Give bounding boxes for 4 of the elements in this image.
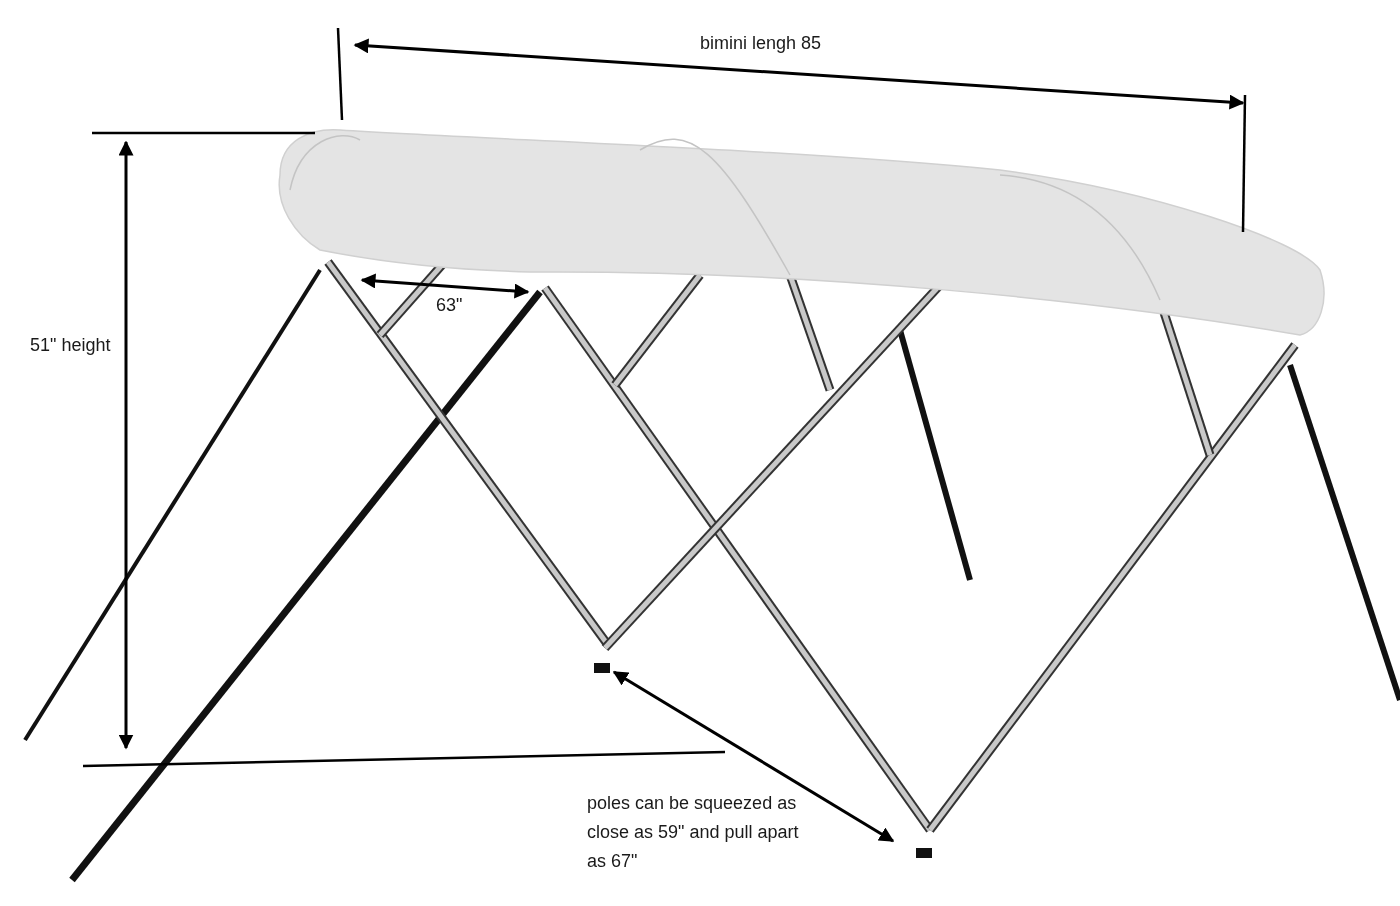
dimension-label: bimini lengh 85 [700,32,822,54]
dimension-label: 51" height [30,334,111,356]
dimension-label: poles can be squeezed as close as 59" and pull apart as 67" [587,792,800,873]
dimension-label: 63" [436,294,463,316]
